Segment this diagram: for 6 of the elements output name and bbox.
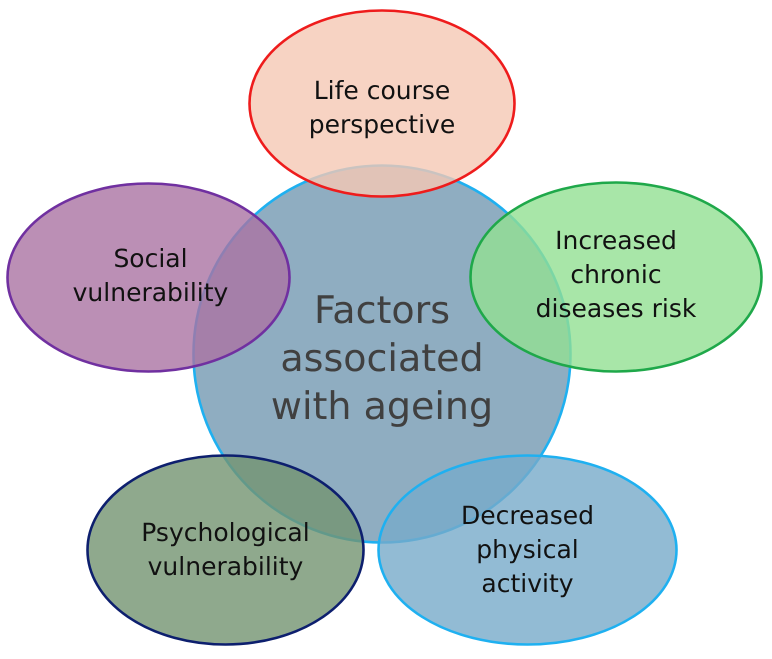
factor-label: Decreased physical activity [460, 500, 596, 600]
factor-label: Psychological vulnerability [140, 517, 311, 583]
center-title: Factors associated with ageing [270, 287, 494, 430]
factor-label: Social vulnerability [72, 242, 230, 308]
factor-label: Life course perspective [308, 74, 456, 140]
factor-label: Increased chronic diseases risk [534, 225, 698, 325]
